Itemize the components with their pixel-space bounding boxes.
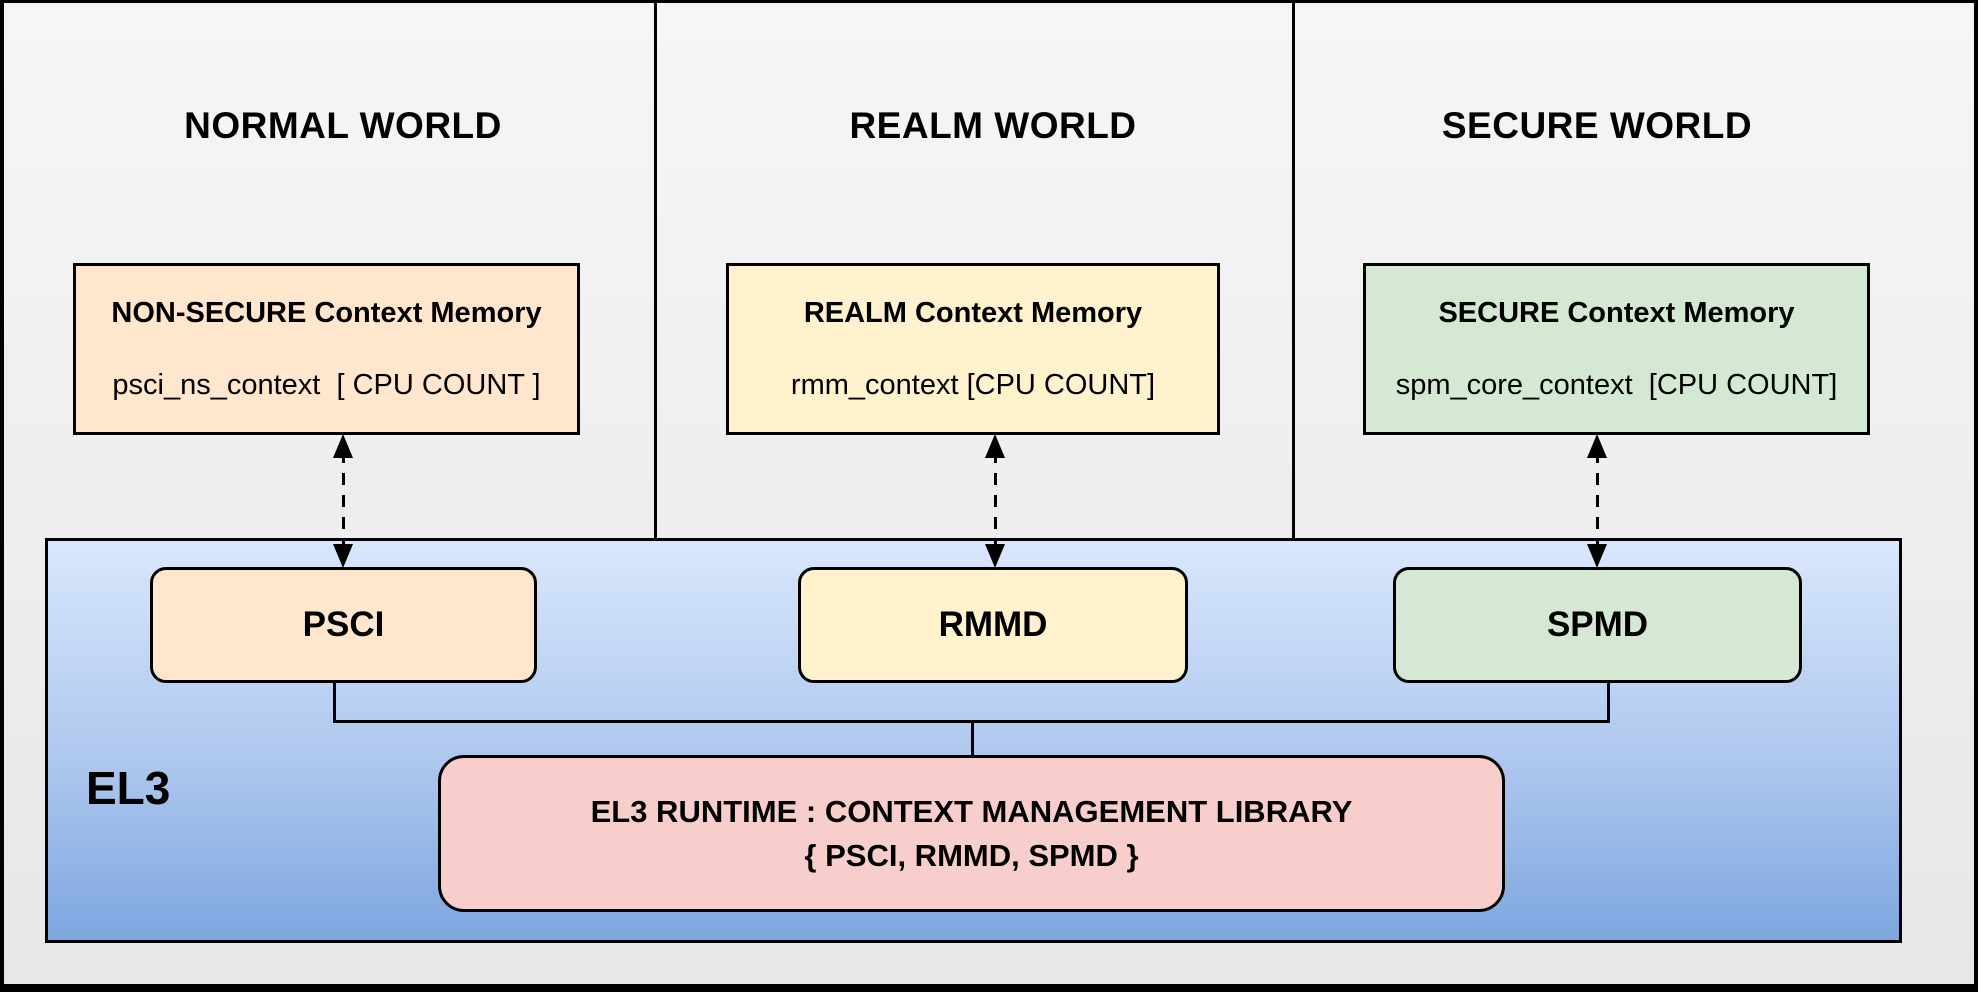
realm-context-memory-box: REALM Context Memory rmm_context [CPU CO… <box>726 263 1220 435</box>
el3-runtime-subtitle: { PSCI, RMMD, SPMD } <box>804 837 1139 873</box>
arrowhead-down-icon <box>333 544 353 568</box>
realm-context-memory-title: REALM Context Memory <box>803 297 1143 329</box>
panel-divider-normal-realm <box>654 3 657 538</box>
psci-connector-stub <box>333 683 336 723</box>
el3-runtime-title: EL3 RUNTIME : CONTEXT MANAGEMENT LIBRARY <box>590 793 1353 829</box>
arrowhead-up-icon <box>333 434 353 458</box>
spmd-box: SPMD <box>1393 567 1802 683</box>
realm-context-memory-value: rmm_context [CPU COUNT] <box>790 369 1156 401</box>
spmd-connector-stub <box>1607 683 1610 723</box>
secure-context-memory-box: SECURE Context Memory spm_core_context [… <box>1363 263 1870 435</box>
secure-context-memory-value: spm_core_context [CPU COUNT] <box>1395 369 1838 401</box>
rmmd-context-arrow <box>985 434 1005 568</box>
rmmd-label: RMMD <box>938 605 1048 644</box>
runtime-connector-stub <box>971 721 974 755</box>
spmd-label: SPMD <box>1546 605 1649 644</box>
arrowhead-down-icon <box>985 544 1005 568</box>
non-secure-context-memory-value: psci_ns_context [ CPU COUNT ] <box>112 369 541 401</box>
psci-box: PSCI <box>150 567 537 683</box>
realm-world-title: REALM WORLD <box>849 105 1137 146</box>
arrowhead-up-icon <box>985 434 1005 458</box>
el3-runtime-box: EL3 RUNTIME : CONTEXT MANAGEMENT LIBRARY… <box>438 755 1505 912</box>
secure-world-title: SECURE WORLD <box>1441 105 1753 146</box>
el3-label: EL3 <box>86 762 171 814</box>
psci-context-arrow <box>333 434 353 568</box>
dashed-line <box>1595 451 1599 551</box>
dashed-line <box>341 451 345 551</box>
panel-divider-realm-secure <box>1292 3 1295 538</box>
secure-context-memory-title: SECURE Context Memory <box>1438 297 1795 329</box>
arrowhead-up-icon <box>1587 434 1607 458</box>
dashed-line <box>993 451 997 551</box>
non-secure-context-memory-box: NON-SECURE Context Memory psci_ns_contex… <box>73 263 580 435</box>
rmmd-box: RMMD <box>798 567 1188 683</box>
arrowhead-down-icon <box>1587 544 1607 568</box>
non-secure-context-memory-title: NON-SECURE Context Memory <box>111 297 542 329</box>
normal-world-title: NORMAL WORLD <box>184 105 502 146</box>
spmd-context-arrow <box>1587 434 1607 568</box>
psci-label: PSCI <box>302 605 385 644</box>
